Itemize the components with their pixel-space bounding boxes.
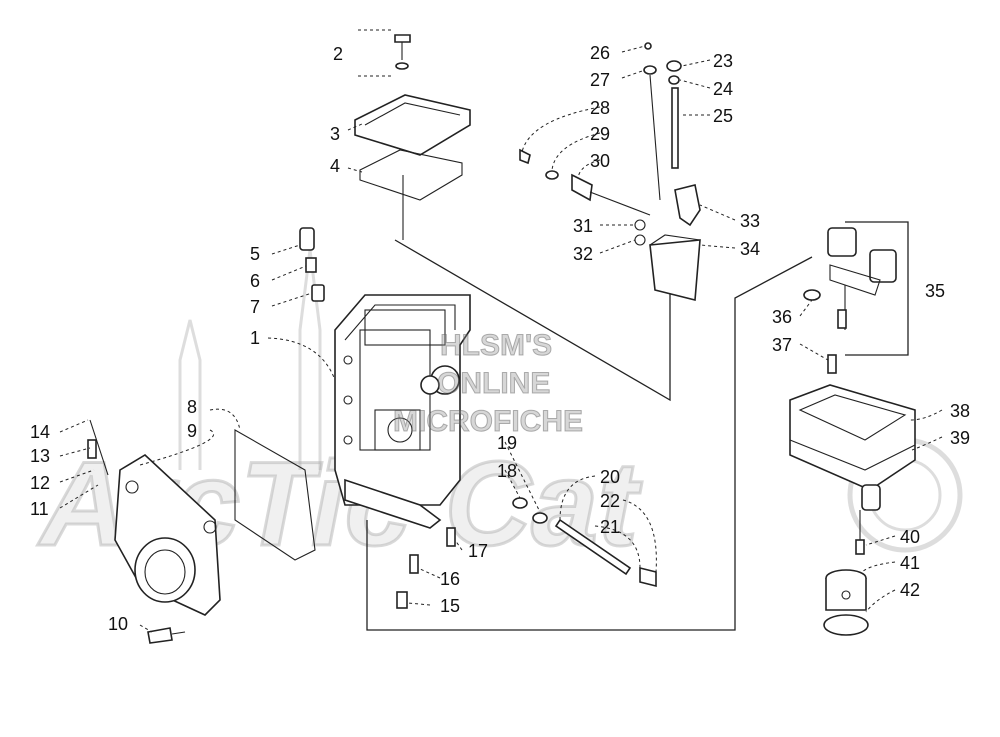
callout-6: 6 — [250, 271, 260, 291]
jet-parts — [87, 227, 325, 476]
choke-assembly — [803, 227, 897, 374]
watermark-line-1: HLSM'S — [440, 329, 552, 362]
callout-19: 19 — [497, 433, 517, 453]
callout-8: 8 — [187, 397, 197, 417]
callout-15: 15 — [440, 596, 460, 616]
callout-25: 25 — [713, 106, 733, 126]
carburetor-body — [334, 294, 471, 529]
callout-36: 36 — [772, 307, 792, 327]
assembly-frames — [366, 175, 909, 631]
callout-9: 9 — [187, 421, 197, 441]
callout-11: 11 — [30, 499, 49, 519]
callout-32: 32 — [573, 244, 593, 264]
callout-37: 37 — [772, 335, 792, 355]
throttle-linkage — [519, 42, 701, 302]
callout-5: 5 — [250, 244, 260, 264]
callout-labels: 2 3 4 5 6 7 1 8 9 10 11 12 13 14 15 16 1… — [30, 43, 970, 634]
callout-10: 10 — [108, 614, 128, 634]
callout-4: 4 — [330, 156, 340, 176]
callout-7: 7 — [250, 297, 260, 317]
watermark-line-3: MICROFICHE — [393, 405, 583, 438]
callout-35: 35 — [925, 281, 945, 301]
callout-20: 20 — [600, 467, 620, 487]
callout-1: 1 — [250, 328, 260, 348]
callout-27: 27 — [590, 70, 610, 90]
callout-23: 23 — [713, 51, 733, 71]
callout-18: 18 — [497, 461, 517, 481]
callout-31: 31 — [573, 216, 593, 236]
callout-28: 28 — [590, 98, 610, 118]
callout-16: 16 — [440, 569, 460, 589]
callout-17: 17 — [468, 541, 488, 561]
callout-33: 33 — [740, 211, 760, 231]
callout-13: 13 — [30, 446, 50, 466]
callout-38: 38 — [950, 401, 970, 421]
watermark-text: HLSM'S ONLINE MICROFICHE — [393, 329, 584, 439]
intake-flange — [114, 429, 316, 644]
callout-21: 21 — [600, 517, 620, 537]
callout-29: 29 — [590, 124, 610, 144]
float-bowl — [789, 384, 916, 636]
callout-39: 39 — [950, 428, 970, 448]
top-cover — [354, 34, 471, 201]
callout-14: 14 — [30, 422, 50, 442]
callout-12: 12 — [30, 473, 50, 493]
adjust-screws — [396, 497, 657, 609]
callout-40: 40 — [900, 527, 920, 547]
callout-34: 34 — [740, 239, 760, 259]
callout-30: 30 — [590, 151, 610, 171]
callout-22: 22 — [600, 491, 620, 511]
callout-24: 24 — [713, 79, 733, 99]
leader-lines — [59, 29, 943, 633]
callout-42: 42 — [900, 580, 920, 600]
callout-2: 2 — [333, 44, 343, 64]
callout-3: 3 — [330, 124, 340, 144]
callout-26: 26 — [590, 43, 610, 63]
watermark-line-2: ONLINE — [437, 367, 550, 400]
callout-41: 41 — [900, 553, 920, 573]
